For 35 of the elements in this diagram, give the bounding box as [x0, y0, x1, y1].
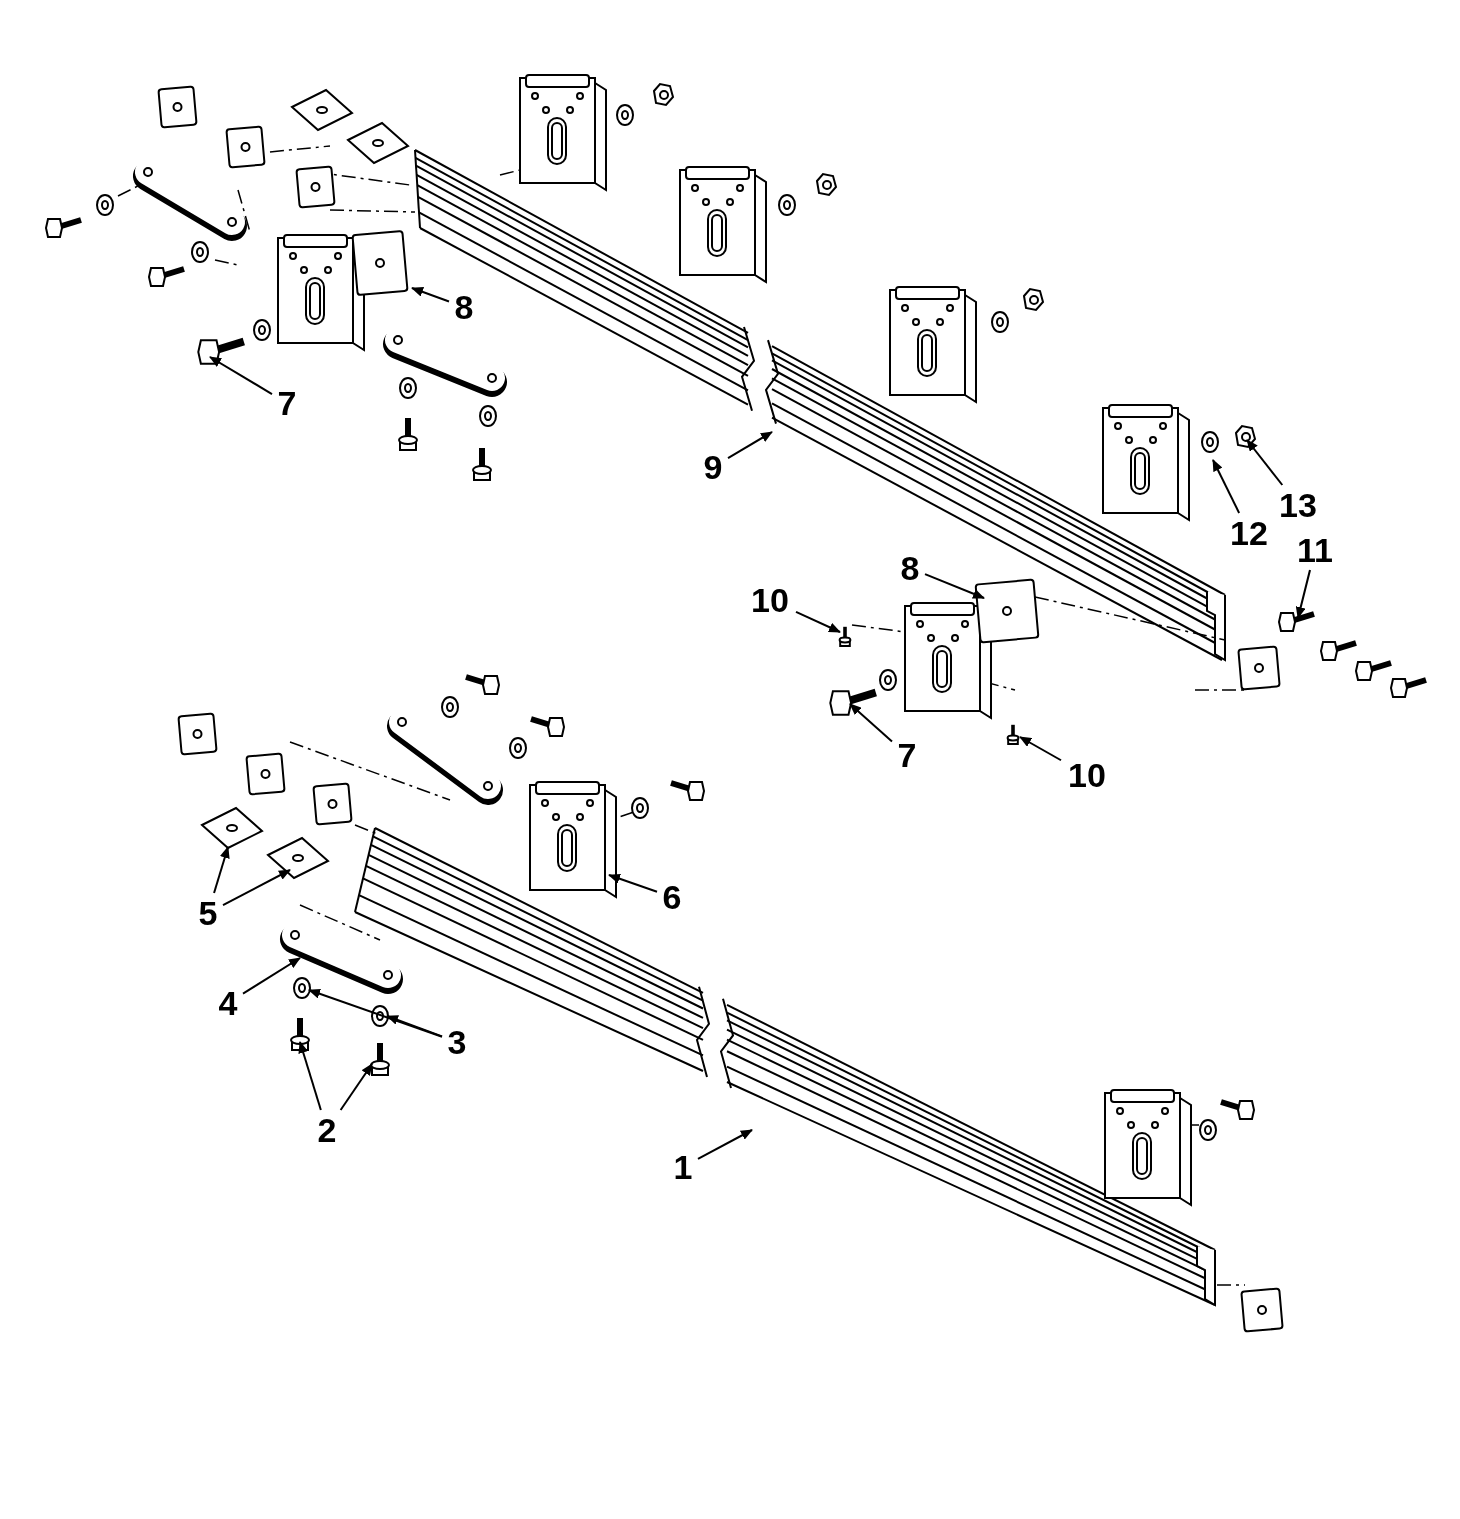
- leader-line: [339, 1063, 373, 1111]
- leader-line: [213, 846, 230, 894]
- callout-number: 3: [442, 1022, 472, 1062]
- callout-number: 9: [698, 447, 728, 487]
- callout-number: 6: [657, 877, 687, 917]
- callout-number: 1: [668, 1147, 698, 1187]
- leader-line: [1019, 736, 1062, 762]
- callout-number: 8: [895, 548, 925, 588]
- callout-number: 12: [1223, 513, 1275, 553]
- callout-number: 2: [312, 1110, 342, 1150]
- callout-number: 13: [1272, 485, 1324, 525]
- leader-line: [1212, 459, 1241, 514]
- leader-line: [242, 957, 301, 995]
- leader-line: [608, 873, 658, 893]
- leader-line: [849, 703, 893, 743]
- callout-number: 10: [744, 580, 796, 620]
- callout-number: 7: [272, 383, 302, 423]
- leader-line: [1246, 439, 1284, 486]
- leader-line: [222, 869, 291, 907]
- callout-number: 11: [1289, 530, 1341, 570]
- leader-line: [209, 356, 273, 396]
- callout-number: 8: [449, 287, 479, 327]
- callout-number: 10: [1061, 755, 1113, 795]
- leader-line: [795, 610, 841, 633]
- leader-line: [411, 287, 450, 303]
- leader-line: [924, 573, 985, 599]
- leader-line: [727, 431, 773, 460]
- leader-line: [298, 1041, 322, 1111]
- callout-number: 7: [892, 735, 922, 775]
- callout-number: 5: [193, 893, 223, 933]
- leader-line: [697, 1129, 753, 1160]
- leader-line: [386, 1015, 443, 1038]
- callout-number: 4: [213, 983, 243, 1023]
- leader-line: [1295, 569, 1311, 619]
- leader-line: [308, 988, 443, 1038]
